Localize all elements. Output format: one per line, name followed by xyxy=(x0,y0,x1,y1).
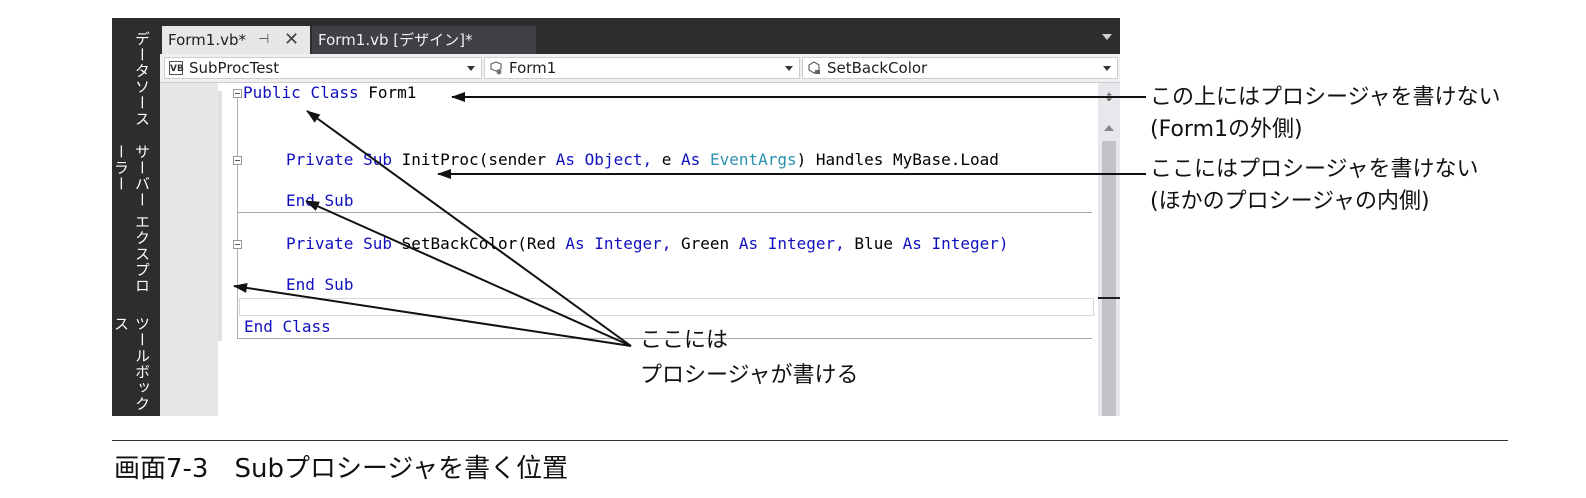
member-combo-label: SetBackColor xyxy=(827,59,928,77)
identifier: Form1 xyxy=(368,83,417,102)
keyword: Private xyxy=(286,234,354,253)
keyword: Class xyxy=(310,83,359,102)
keyword: End xyxy=(244,317,273,336)
keyword: Integer, xyxy=(767,234,845,253)
identifier: SetBackColor(Red xyxy=(401,234,556,253)
class-icon xyxy=(489,61,503,75)
keyword: End xyxy=(286,191,315,210)
code-line-4: Private Sub SetBackColor(Red As Integer,… xyxy=(286,234,1009,254)
class-end-line xyxy=(237,338,1092,339)
code-line-2: Private Sub InitProc(sender As Object, e… xyxy=(286,150,999,170)
identifier: Green xyxy=(681,234,730,253)
keyword: Integer) xyxy=(931,234,1009,253)
document-tab-bar: Form1.vb* ⊣ ✕ Form1.vb [デザイン]* xyxy=(160,18,1120,54)
scrollbar-thumb[interactable] xyxy=(1102,141,1116,416)
code-line-6: End Class xyxy=(244,317,331,337)
navigation-bar: VB SubProcTest Form1 SetBackColor xyxy=(160,54,1120,83)
current-line-highlight xyxy=(239,298,1094,316)
identifier: e xyxy=(661,150,672,169)
split-window-icon[interactable]: ⇟ xyxy=(1103,90,1115,104)
keyword: As xyxy=(902,234,922,253)
caret-position-marker xyxy=(1098,297,1120,299)
keyword: As xyxy=(681,150,701,169)
annotation-middle-line2: (ほかのプロシージャの内側) xyxy=(1150,189,1430,214)
tab-label: Form1.vb [デザイン]* xyxy=(318,31,473,49)
annotation-middle-line1: ここにはプロシージャを書けない xyxy=(1150,157,1479,182)
project-combo[interactable]: VB SubProcTest xyxy=(164,57,482,79)
chevron-down-icon xyxy=(785,66,793,71)
keyword: Sub xyxy=(324,191,354,210)
identifier: ) Handles MyBase.Load xyxy=(796,150,999,169)
procedure-separator xyxy=(237,212,1092,213)
keyword: Sub xyxy=(324,275,354,294)
annotation-top-line1: この上にはプロシージャを書けない xyxy=(1150,85,1501,110)
vb-project-icon: VB xyxy=(169,61,184,75)
keyword: Sub xyxy=(363,150,392,169)
method-icon xyxy=(807,61,821,75)
keyword: As xyxy=(738,234,759,253)
close-icon[interactable]: ✕ xyxy=(284,29,300,50)
keyword: Integer, xyxy=(594,234,672,253)
side-tab-toolbox[interactable]: ツールボックス xyxy=(112,316,151,412)
keyword: Class xyxy=(282,317,331,336)
vertical-scrollbar[interactable]: ⇟ xyxy=(1098,83,1120,416)
tab-label: Form1.vb* xyxy=(168,31,246,49)
ide-window: データソース サーバー エクスプローラー ツールボックス Form1.vb* ⊣… xyxy=(112,18,1120,416)
identifier: Blue xyxy=(854,234,893,253)
code-line-1: Public Class Form1 xyxy=(243,83,416,103)
side-tab-server-explorer[interactable]: サーバー エクスプローラー xyxy=(112,144,151,294)
code-line-5: End Sub xyxy=(286,275,353,295)
keyword: Sub xyxy=(363,234,392,253)
scroll-up-icon[interactable] xyxy=(1104,125,1114,131)
side-tool-strip: データソース サーバー エクスプローラー ツールボックス xyxy=(112,18,160,416)
type-name: EventArgs xyxy=(709,150,797,169)
annotation-bottom-line1: ここには xyxy=(640,328,729,353)
editor-gutter xyxy=(160,83,218,416)
keyword: Private xyxy=(286,150,354,169)
chevron-down-icon xyxy=(467,66,475,71)
tab-form1-vb[interactable]: Form1.vb* ⊣ ✕ xyxy=(162,26,310,54)
side-tab-data-sources[interactable]: データソース xyxy=(133,31,151,127)
code-line-3: End Sub xyxy=(286,191,353,211)
keyword: As xyxy=(565,234,585,253)
change-tracking-bar xyxy=(218,91,222,341)
figure-caption: 画面7-3 Subプロシージャを書く位置 xyxy=(114,454,569,484)
class-combo[interactable]: Form1 xyxy=(484,57,800,79)
annotation-top-line2: (Form1の外側) xyxy=(1150,117,1303,142)
collapse-icon[interactable] xyxy=(233,89,242,98)
keyword: Object, xyxy=(584,150,653,169)
tab-form1-design[interactable]: Form1.vb [デザイン]* xyxy=(312,26,536,54)
member-combo[interactable]: SetBackColor xyxy=(802,57,1118,79)
annotation-bottom-line2: プロシージャが書ける xyxy=(640,363,859,388)
tab-list-dropdown-icon[interactable] xyxy=(1102,34,1112,40)
chevron-down-icon xyxy=(1103,66,1111,71)
outline-line xyxy=(237,98,238,338)
code-editor[interactable]: Public Class Form1 Private Sub InitProc(… xyxy=(160,83,1098,416)
identifier: InitProc(sender xyxy=(401,150,547,169)
keyword: End xyxy=(286,275,315,294)
project-combo-label: SubProcTest xyxy=(189,59,280,77)
class-combo-label: Form1 xyxy=(509,59,557,77)
keyword: As xyxy=(555,150,576,169)
caption-rule xyxy=(112,440,1508,441)
keyword: Public xyxy=(243,83,301,102)
collapse-icon[interactable] xyxy=(233,240,242,249)
collapse-icon[interactable] xyxy=(233,156,242,165)
pin-icon[interactable]: ⊣ xyxy=(258,32,270,47)
